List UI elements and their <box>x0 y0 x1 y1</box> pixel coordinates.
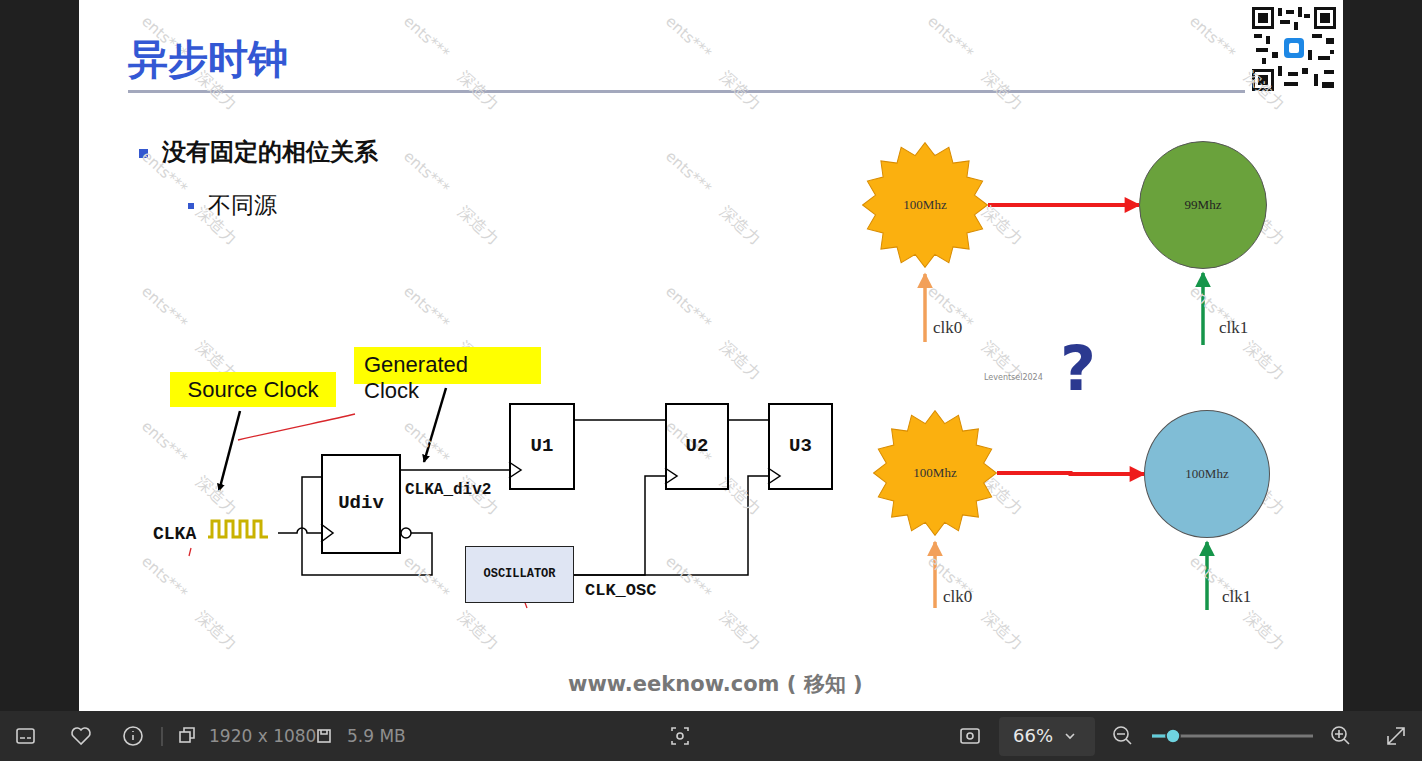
frequency-arrow <box>988 203 1139 207</box>
flip-flop-text: U1 <box>531 436 554 458</box>
bullet-text: 不同源 <box>208 192 277 218</box>
red-scribble <box>238 414 355 440</box>
callout-box-text: Source Clock <box>188 377 319 402</box>
clock-name: clk1 <box>1222 587 1251 607</box>
flip-flop: U3 <box>768 403 833 490</box>
clock-pointer <box>923 274 927 342</box>
clock-starburst-text: 100Mhz <box>903 198 946 213</box>
clock-name: clk1 <box>1219 318 1248 338</box>
clock-starburst-text: 100Mhz <box>913 466 956 481</box>
callout-box-text: Generated Clock <box>364 352 492 404</box>
bullet <box>188 203 194 209</box>
clock-starburst: 100Mhz <box>862 142 988 268</box>
starburst-shape <box>863 143 988 268</box>
clock-name: clk0 <box>943 587 972 607</box>
callout-box: Generated Clock <box>354 347 541 409</box>
starburst-shape <box>874 411 997 536</box>
inverted-output <box>401 528 411 538</box>
signal-name: CLK_OSC <box>585 581 656 601</box>
flip-flop: U1 <box>509 403 575 490</box>
footer-url: www.eeknow.com ( 移知 ) <box>568 672 863 696</box>
frequency-arrow <box>997 473 1144 474</box>
red-scribble <box>189 548 191 556</box>
clock-waveform <box>208 521 268 537</box>
signal-name: CLKA <box>153 524 196 545</box>
oscillator-box: OSCILLATOR <box>465 546 574 603</box>
file-size: 5.9 MB <box>347 727 406 747</box>
flip-flop-text: U3 <box>789 436 812 458</box>
signal-wire <box>401 469 509 471</box>
signal-wire <box>575 419 665 421</box>
toolbar-icons <box>17 717 1404 756</box>
slide-title: 异步时钟 <box>128 36 288 82</box>
clock-name: clk0 <box>933 318 962 338</box>
flip-flop: U2 <box>665 403 729 490</box>
oscillator-box-text: OSCILLATOR <box>483 568 555 582</box>
callout-box: Source Clock <box>170 372 336 407</box>
source-clock-pointer <box>219 411 240 491</box>
clock-circle-text: 100Mhz <box>1185 467 1228 482</box>
clock-wire <box>574 476 665 575</box>
bullet-text: 没有固定的相位关系 <box>162 139 378 167</box>
author-tag: Leventsel2024 <box>984 373 1043 382</box>
title-rule <box>128 90 1245 93</box>
slide-background <box>79 0 1343 711</box>
clock-circle: 99Mhz <box>1139 141 1267 269</box>
question-mark: ? <box>1060 338 1096 400</box>
image-size: 1920 x 1080 <box>209 727 316 747</box>
flip-flop-text: U2 <box>686 436 709 458</box>
signal-wire <box>729 419 768 421</box>
clock-wire <box>278 528 321 533</box>
clock-circle-text: 99Mhz <box>1185 198 1222 213</box>
logic-block-text: Udiv <box>338 493 384 515</box>
logic-block: Udiv <box>321 454 401 554</box>
signal-name: CLKA_div2 <box>405 481 491 499</box>
clock-starburst: 100Mhz <box>873 410 997 536</box>
zoom-level: 66% <box>1013 726 1053 747</box>
clock-circle: 100Mhz <box>1144 410 1270 538</box>
